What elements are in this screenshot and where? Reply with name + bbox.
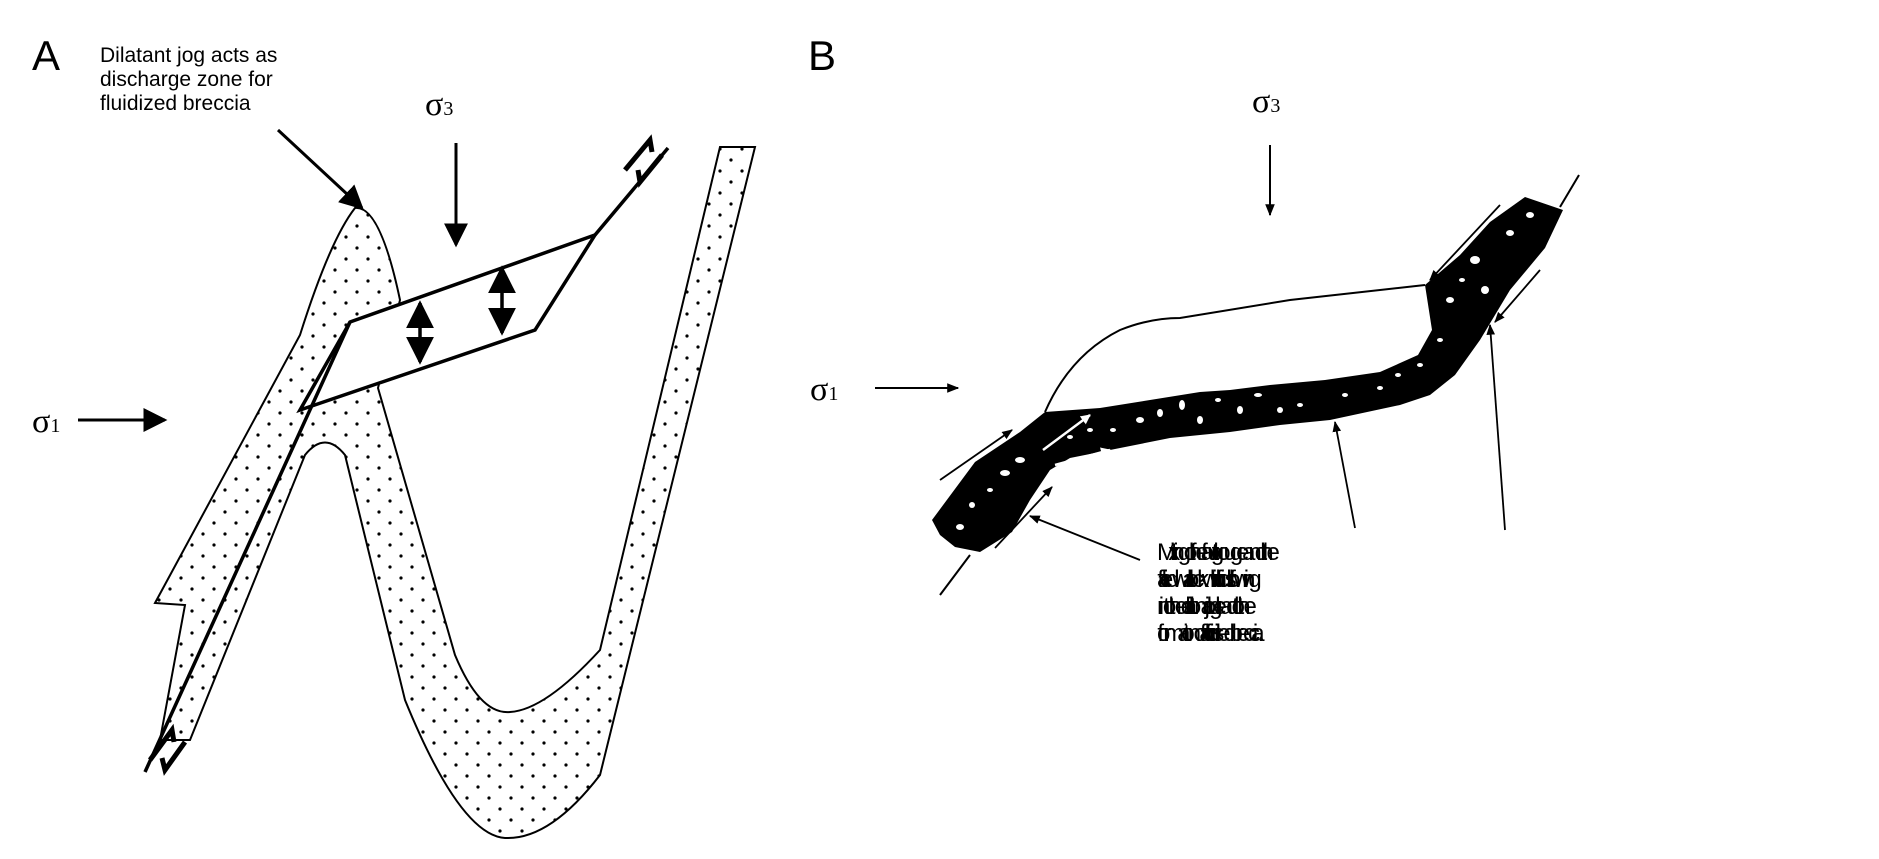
- panel-a-label: A: [32, 32, 60, 79]
- shear-sense-icon: [147, 134, 664, 776]
- fault-trace: [1559, 174, 1580, 208]
- sigma1-label-b: σ1: [810, 371, 838, 408]
- panel-b-label: B: [808, 32, 836, 79]
- panel-a: A Dilatant jog acts as discharge zone fo…: [32, 32, 757, 840]
- folded-layer: [153, 146, 757, 840]
- fault-line: [143, 321, 352, 773]
- fluidised-breccia: [932, 197, 1563, 552]
- panel-a-annotation: Dilatant jog acts as discharge zone for …: [100, 44, 283, 115]
- jog-wall-line: [1044, 284, 1426, 413]
- fluid-flow-arrows: [1042, 413, 1111, 467]
- breccia-clasts: [956, 212, 1534, 530]
- sigma1-label-a: σ1: [32, 403, 60, 440]
- sigma3-label-a: σ3: [425, 86, 453, 123]
- panel-b: B σ3 σ1: [808, 32, 1580, 647]
- dilatant-jog: [296, 231, 600, 414]
- shear-sense-icon: [939, 204, 1541, 549]
- fault-trace: [939, 554, 971, 596]
- panel-b-annotation: Mixing of the fault gouge and the failed…: [1157, 539, 1280, 647]
- annotation-arrows: [1028, 323, 1506, 561]
- annotation-arrow: [276, 128, 364, 210]
- sigma3-label-b: σ3: [1252, 83, 1280, 120]
